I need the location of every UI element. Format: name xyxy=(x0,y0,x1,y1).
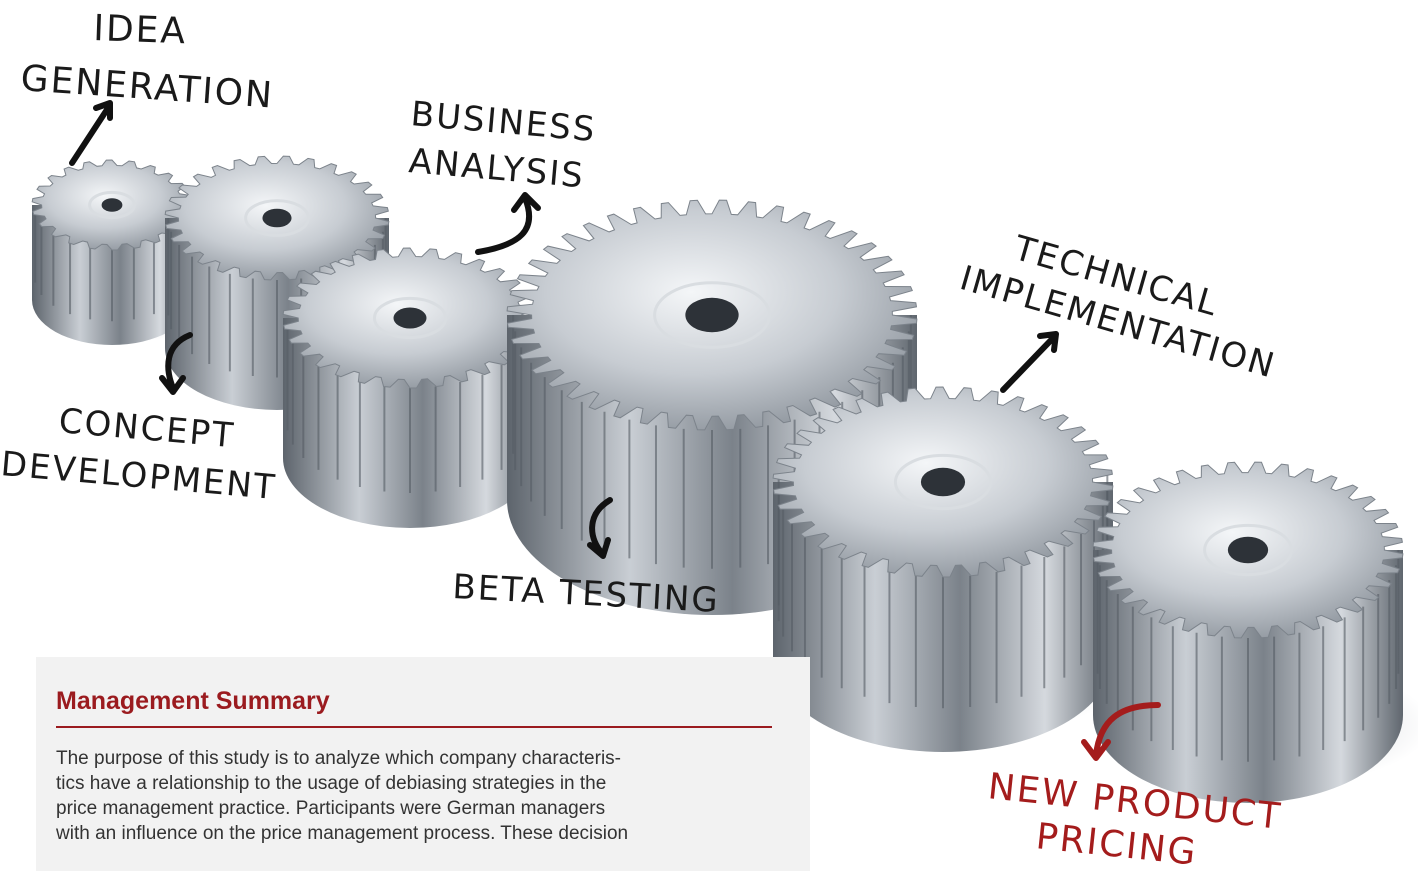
summary-line: tics have a relationship to the usage of… xyxy=(56,773,607,794)
label-business-analysis-line1: BUSINESS xyxy=(409,94,598,150)
arrow-business-analysis xyxy=(475,192,541,255)
gear-6 xyxy=(1092,461,1418,803)
summary-title: Management Summary xyxy=(56,687,772,728)
summary-line: The purpose of this study is to analyze … xyxy=(56,748,621,769)
label-idea-generation-line2: GENERATION xyxy=(19,58,275,117)
label-concept-development-line2: DEVELOPMENT xyxy=(0,444,278,508)
label-business-analysis-line2: ANALYSIS xyxy=(407,141,586,196)
arrow-new-product-pricing xyxy=(1081,702,1161,761)
arrow-beta-testing xyxy=(587,497,613,559)
label-idea-generation-line1: IDEA xyxy=(93,8,188,52)
gear-3 xyxy=(282,247,564,528)
gear-5 xyxy=(772,386,1142,752)
arrow-technical-implementation xyxy=(1000,331,1059,393)
arrow-idea-generation xyxy=(69,100,113,166)
management-summary-panel: Management Summary The purpose of this s… xyxy=(36,657,810,871)
summary-body: The purpose of this study is to analyze … xyxy=(56,746,772,846)
summary-line: price management practice. Participants … xyxy=(56,798,606,819)
arrow-concept-development xyxy=(159,332,193,395)
label-concept-development-line1: CONCEPT xyxy=(57,401,236,456)
summary-line: with an influence on the price managemen… xyxy=(56,823,629,844)
